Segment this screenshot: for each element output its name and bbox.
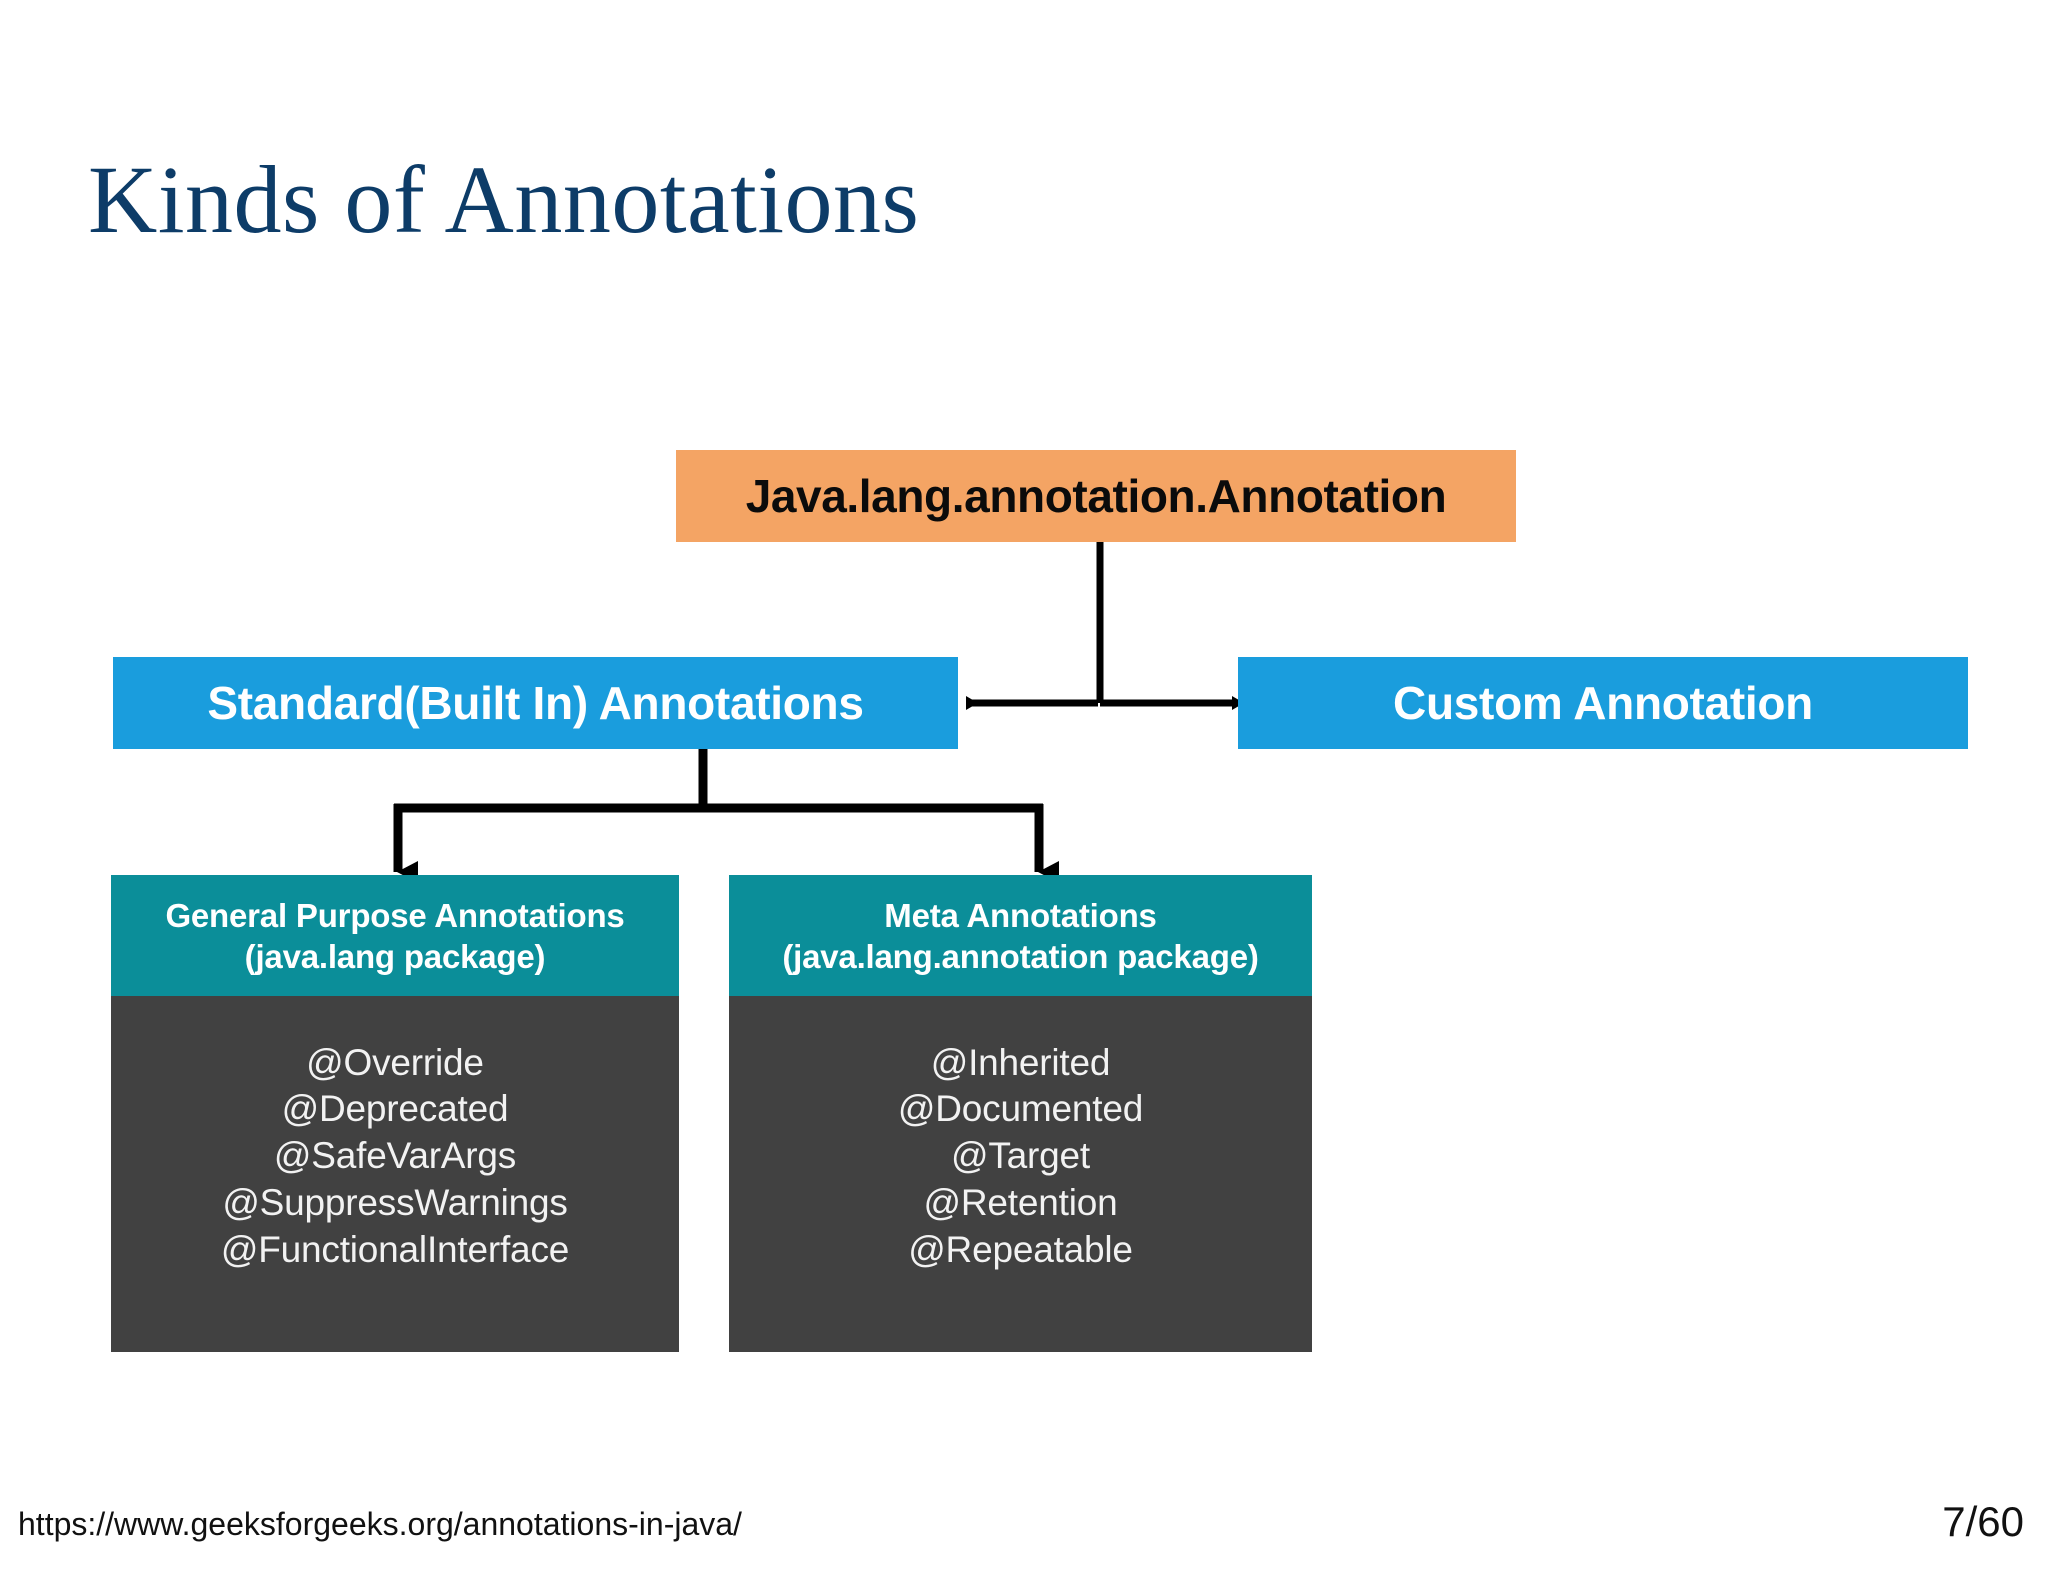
card-general-body: @Override @Deprecated @SafeVarArgs @Supp… [111,995,679,1352]
card-meta-title-line1: Meta Annotations [884,897,1157,934]
list-item: @Deprecated [281,1088,509,1130]
card-general-purpose-annotations[interactable]: General Purpose Annotations (java.lang p… [111,875,679,1352]
card-general-title-line1: General Purpose Annotations [165,897,625,934]
list-item: @Retention [923,1182,1118,1224]
card-meta-annotations[interactable]: Meta Annotations (java.lang.annotation p… [729,875,1312,1352]
card-meta-header: Meta Annotations (java.lang.annotation p… [729,875,1312,996]
list-item: @SafeVarArgs [273,1135,517,1177]
source-url[interactable]: https://www.geeksforgeeks.org/annotation… [18,1506,742,1542]
node-java-lang-annotation-annotation[interactable]: Java.lang.annotation.Annotation [676,450,1516,542]
node-custom-annotation[interactable]: Custom Annotation [1238,657,1968,749]
list-item: @Override [306,1041,484,1083]
node-standard-label: Standard(Built In) Annotations [207,677,864,729]
list-item: @FunctionalInterface [220,1229,570,1271]
page-title: Kinds of Annotations [88,146,920,253]
node-root-label: Java.lang.annotation.Annotation [745,470,1447,522]
list-item: @Repeatable [908,1229,1133,1271]
card-meta-title-line2: (java.lang.annotation package) [782,938,1259,976]
list-item: @Target [951,1135,1090,1177]
card-general-title-line2: (java.lang package) [244,938,546,976]
card-general-header: General Purpose Annotations (java.lang p… [111,875,679,996]
list-item: @Inherited [930,1041,1111,1083]
node-standard-built-in-annotations[interactable]: Standard(Built In) Annotations [113,657,958,749]
page-number: 7/60 [1942,1498,2024,1545]
card-meta-body: @Inherited @Documented @Target @Retentio… [729,995,1312,1352]
node-custom-label: Custom Annotation [1393,677,1813,729]
list-item: @Documented [897,1088,1144,1130]
list-item: @SuppressWarnings [222,1182,568,1224]
